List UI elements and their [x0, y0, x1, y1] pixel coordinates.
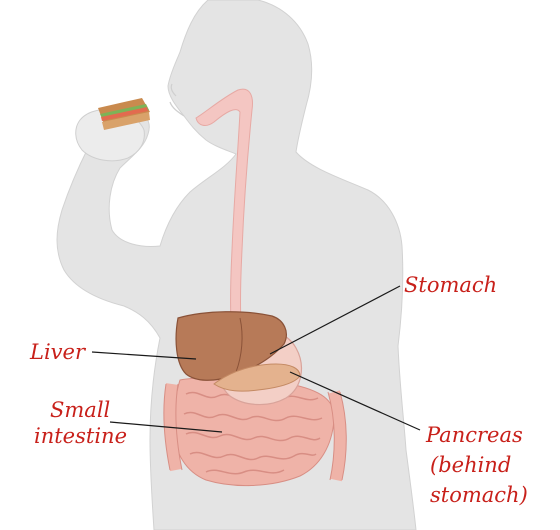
pancreas-label-line1: Pancreas [425, 423, 523, 447]
pancreas-label-line2: (behind [430, 453, 511, 477]
pancreas-label-line3: stomach) [430, 483, 528, 507]
liver-label: Liver [29, 340, 87, 364]
small-intestine-label-line1: Small [50, 398, 110, 422]
stomach-label: Stomach [404, 273, 497, 297]
small-intestine-label-line2: intestine [34, 424, 127, 448]
hand-with-sandwich [76, 98, 150, 161]
